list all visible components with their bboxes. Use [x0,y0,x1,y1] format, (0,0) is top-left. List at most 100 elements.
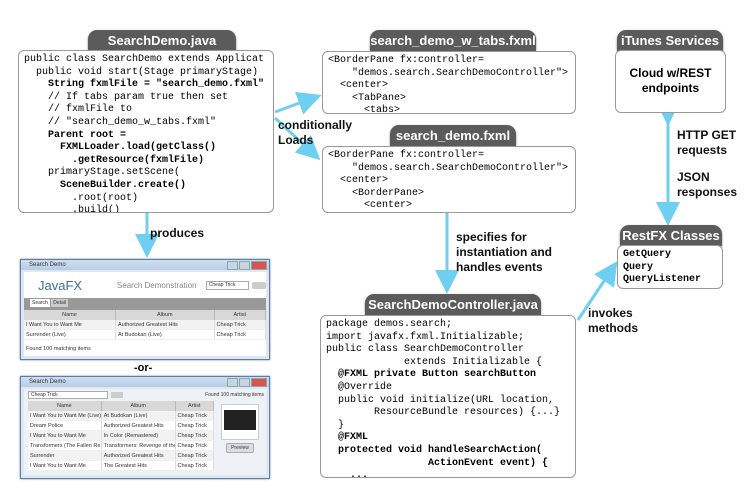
table-cell: Authorized Greatest Hits [101,420,176,431]
code-line: FXMLLoader.load(getClass() [24,142,217,154]
code-line: extends Initializable { [326,356,543,368]
column-header[interactable]: Artist [175,401,215,411]
table-cell: Authorized Greatest Hits [115,320,215,330]
table-cell: Transformers (The Fallen Re... [28,440,102,451]
table-cell: Cheap Trick [175,420,215,431]
code-line: "demos.search.SearchDemoController"> [328,162,569,174]
controller-code: package demos.search;import javafx.fxml.… [320,315,576,478]
code-line: public void start(Stage primaryStage) [24,66,259,78]
column-header[interactable]: Album [115,310,215,320]
code-line: import javafx.fxml.Initializable; [326,331,525,343]
column-header[interactable]: Artist [214,310,267,320]
code-line: @FXML private Button searchButton [326,369,537,381]
code-line: // If tabs param true then set [24,91,229,103]
code-line: package demos.search; [326,319,453,330]
code-line: public class SearchDemoController [326,344,525,356]
code-line: @FXML [326,432,369,444]
table-row[interactable]: Surrender (Live)At Budokan (Live)Cheap T… [24,329,267,340]
table-cell: I Want You to Want Me [28,460,102,471]
itunes-title: iTunes Services [617,30,723,51]
status-text: Found 100 matching items [205,392,264,398]
table-cell: Cheap Trick [175,460,215,471]
fxml-code: <BorderPane fx:controller= "demos.search… [322,146,576,213]
code-line: <BorderPane fx:controller= [328,150,485,161]
search-demo-java-title: SearchDemo.java [88,30,236,51]
code-line: Query [623,261,654,273]
table-cell: In Color (Remastered) [101,430,176,441]
code-line: public void initialize(URL location, [326,394,555,406]
search-demo-java-code: public class SearchDemo extends Applicat… [18,50,274,213]
column-header[interactable]: Name [24,310,116,320]
code-line: <center> [328,200,413,212]
tab-detail[interactable]: Detail [51,299,69,307]
code-line: SceneBuilder.create() [24,179,187,191]
search-button[interactable] [252,281,266,289]
table-cell: Cheap Trick [175,440,215,451]
code-line: "demos.search.SearchDemoController"> [328,67,569,79]
code-line: .build() [24,205,121,213]
table-cell: I Want You to Want Me (Live) [28,411,102,421]
code-line: <center> [328,80,389,92]
table-cell: Cheap Trick [175,450,215,461]
search-input[interactable]: Cheap Trick [28,391,108,399]
table-cell: Transformers: Revenge of the... [101,440,176,451]
table-row[interactable]: Transformers (The Fallen Re...Transforme… [28,440,215,451]
table-cell: Dream Police [28,420,102,431]
code-line: Parent root = [24,129,127,141]
code-line: public class SearchDemo extends Applicat [24,54,265,65]
code-line: QueryListener [623,274,702,286]
table-cell: I Want You to Want Me [28,430,102,441]
column-header[interactable]: Name [28,401,102,411]
code-line: GetQuery [623,249,672,260]
table-cell: Surrender (Live) [24,329,116,340]
tabs-fxml-title: search_demo_w_tabs.fxml [370,30,536,51]
preview-button[interactable]: Preview [226,443,254,453]
table-row[interactable]: I Want You to Want Me (Live)At Budokan (… [28,411,215,421]
label-json: JSON responses [677,170,738,199]
arrow-to-fxml [273,116,321,161]
table-cell: At Budokan (Live) [115,329,215,340]
code-line: protected void handleSearchAction( [326,444,543,456]
code-line: <tabs> [328,105,401,114]
code-line: // fxmlFile to [24,104,133,116]
tab-search[interactable]: Search [30,299,50,307]
code-line: <TabPane> [328,92,407,104]
code-line: <BorderPane fx:controller= [328,55,485,66]
label-produces: produces [150,226,205,240]
screenshot-preview-window: Search Demo Cheap Trick Found 100 matchi… [20,376,270,479]
code-line: <BorderPane> [328,187,425,199]
window-title: Search Demo [29,379,66,385]
status-text: Found 100 matching items [26,346,91,352]
code-line: } [326,419,345,431]
column-header[interactable]: Album [101,401,176,411]
code-line: // "search_demo_w_tabs.fxml" [24,116,217,128]
table-cell: Cheap Trick [175,411,215,421]
table-cell: At Budokan (Live) [101,411,176,421]
table-cell: I Want You to Want Me [24,320,116,330]
screenshot-tabbed-window: Search Demo JavaFX Search Demonstration … [20,259,270,360]
label-conditionally-loads: conditionally Loads [278,118,353,147]
arrow-invokes [576,261,618,321]
window-title: Search Demo [29,262,66,268]
search-button[interactable] [111,392,123,398]
itunes-body: Cloud w/REST endpoints [615,50,726,113]
label-invokes: invokes methods [588,306,639,335]
label-specifies: specifies for instantiation and handles … [456,230,552,274]
code-line: .getResource(fxmlFile) [24,154,205,166]
code-line: <center> [328,175,389,187]
search-input[interactable]: Cheap Trick [205,280,250,290]
fxml-title: search_demo.fxml [390,125,516,146]
table-cell: The Greatest Hits [101,460,176,471]
controller-title: SearchDemoController.java [365,294,541,315]
code-line: ... [326,470,369,478]
table-cell: Cheap Trick [175,430,215,441]
